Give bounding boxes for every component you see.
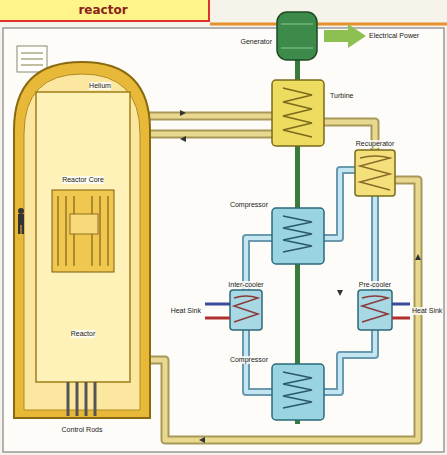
core-label: Reactor Core: [62, 176, 104, 184]
power-label: Electrical Power: [369, 32, 419, 40]
control-rods-label: Control Rods: [62, 426, 103, 434]
recuperator-label: Recuperator: [356, 140, 395, 148]
heat-sink-label: Heat Sink: [171, 307, 201, 315]
coolant-label: Helium: [89, 82, 111, 90]
intercooler-label: Inter-cooler: [228, 281, 263, 289]
title-text: reactor: [0, 3, 208, 17]
compressor-label: Compressor: [230, 356, 268, 364]
precooler-label: Pre-cooler: [359, 281, 391, 289]
reactor-label: Reactor: [71, 330, 96, 338]
compressor-label: Compressor: [230, 201, 268, 209]
turbine-label: Turbine: [330, 92, 353, 100]
title-banner: reactor: [0, 0, 210, 22]
generator-label: Generator: [240, 38, 272, 46]
heat-sink-label: Heat Sink: [412, 307, 442, 315]
